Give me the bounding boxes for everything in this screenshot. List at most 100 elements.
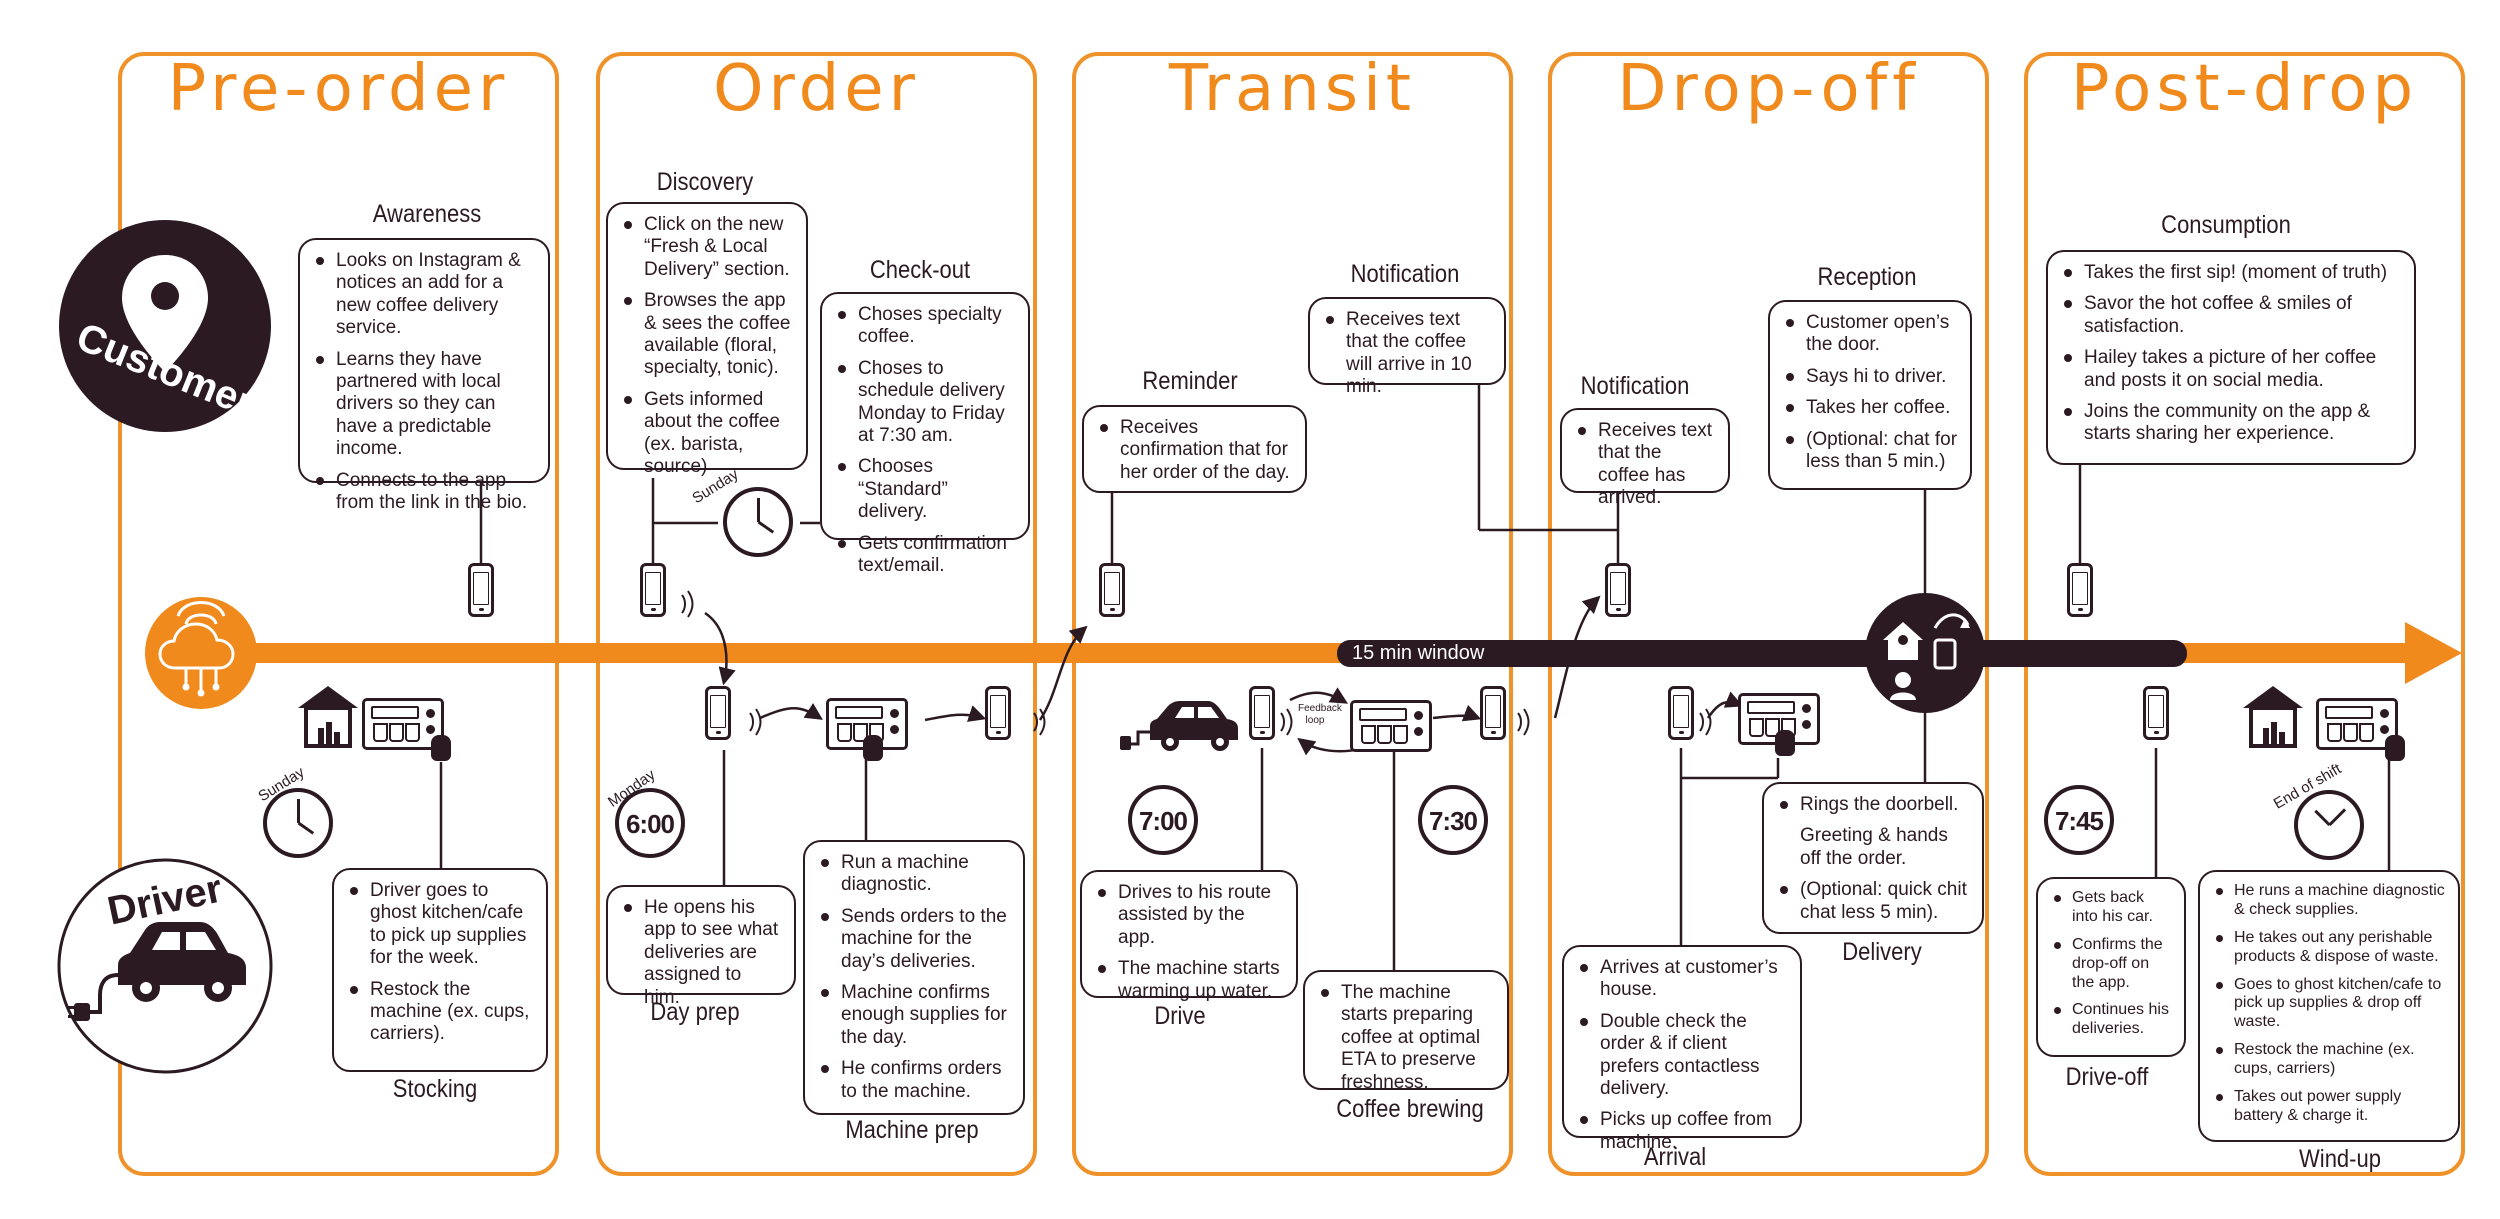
- phone-icon: [985, 686, 1011, 740]
- car-icon: [1120, 701, 1238, 751]
- box-checkout: Choses specialty coffee.Choses to schedu…: [820, 292, 1030, 576]
- list-item: Connects to the app from the link in the…: [314, 470, 536, 515]
- list-item: Picks up coffee from machine.: [1578, 1109, 1788, 1154]
- label-checkout: Check-out: [869, 256, 971, 284]
- list-item: Greeting & hands off the order.: [1800, 825, 1948, 869]
- list-item: Drives to his route assisted by the app.: [1096, 882, 1284, 949]
- box-awareness: Looks on Instagram & notices an add for …: [298, 238, 550, 513]
- list-item: Joins the community on the app & starts …: [2062, 401, 2402, 446]
- label-notification-transit: Notification: [1350, 260, 1460, 288]
- list-item: (Optional: quick chit chat less 5 min).: [1778, 879, 1970, 924]
- cloud-network-icon: [145, 597, 257, 709]
- list-item: Continues his deliveries.: [2052, 1001, 2172, 1039]
- list-item: Receives text that the coffee has arrive…: [1576, 420, 1716, 510]
- label-delivery: Delivery: [1842, 938, 1922, 966]
- list-item: Chooses “Standard” delivery.: [836, 456, 1016, 523]
- list-item: Looks on Instagram & notices an add for …: [314, 250, 536, 340]
- box-machine-prep: Run a machine diagnostic.Sends orders to…: [803, 840, 1025, 1115]
- coffee-machine-icon: [1738, 693, 1820, 756]
- list-item: Gets back into his car.: [2052, 889, 2172, 927]
- list-item: Learns they have partnered with local dr…: [314, 349, 536, 461]
- phone-icon: [1668, 686, 1694, 740]
- box-day-prep: He opens his app to see what deliveries …: [606, 885, 796, 1008]
- label-reminder: Reminder: [1142, 367, 1238, 395]
- list-item: Customer open’s the door.: [1784, 312, 1958, 357]
- ghost-kitchen-icon: [298, 686, 358, 748]
- phase-frame-pre-order: [118, 52, 559, 1176]
- label-notification-drop: Notification: [1580, 372, 1690, 400]
- coffee-machine-icon: [826, 698, 908, 761]
- list-item: Rings the doorbell.: [1778, 794, 1970, 816]
- list-item: Takes the first sip! (moment of truth): [2062, 262, 2402, 284]
- box-arrival: Arrives at customer’s house.Double check…: [1562, 945, 1802, 1153]
- list-item: Restock the machine (ex. cups, carriers): [2214, 1041, 2446, 1079]
- coffee-machine-icon: [362, 698, 451, 761]
- list-item: Choses specialty coffee.: [836, 304, 1016, 349]
- box-delivery: Rings the doorbell. Greeting & hands off …: [1762, 782, 1984, 934]
- phone-icon: [2143, 686, 2169, 740]
- clock-icon: 7:45: [2044, 785, 2114, 855]
- list-item: He confirms orders to the machine.: [819, 1058, 1011, 1103]
- customer-badge: [59, 220, 271, 432]
- list-item: Takes her coffee.: [1784, 397, 1958, 419]
- label-stocking: Stocking: [392, 1075, 478, 1103]
- phase-frame-drop-off: [1548, 52, 1989, 1176]
- list-item: He runs a machine diagnostic & check sup…: [2214, 882, 2446, 920]
- phone-icon: [1249, 686, 1275, 740]
- phase-frame-order: [596, 52, 1037, 1176]
- box-notification-drop: Receives text that the coffee has arrive…: [1560, 408, 1730, 508]
- phase-frame-post-drop: [2024, 52, 2465, 1176]
- car-icon: [68, 922, 246, 1021]
- list-item: Takes out power supply battery & charge …: [2214, 1088, 2446, 1126]
- clock-icon: [2294, 790, 2364, 860]
- label-arrival: Arrival: [1643, 1143, 1707, 1171]
- list-item: Gets confirmation text/email.: [836, 533, 1016, 578]
- label-drive: Drive: [1154, 1002, 1206, 1030]
- box-wind-up: He runs a machine diagnostic & check sup…: [2198, 870, 2460, 1142]
- list-item: Restock the machine (ex. cups, carriers)…: [348, 979, 534, 1046]
- home-customer-icon: [1865, 593, 1985, 713]
- phase-title-order: Order: [713, 52, 920, 126]
- label-machine-prep: Machine prep: [845, 1116, 979, 1144]
- label-day-prep: Day prep: [650, 998, 740, 1026]
- list-item: Confirms the drop-off on the app.: [2052, 936, 2172, 993]
- box-drive: Drives to his route assisted by the app.…: [1080, 870, 1298, 1002]
- label-coffee-brewing: Coffee brewing: [1336, 1095, 1484, 1123]
- phase-title-drop-off: Drop-off: [1617, 52, 1920, 126]
- label-reception: Reception: [1817, 263, 1917, 291]
- box-notification-transit: Receives text that the coffee will arriv…: [1308, 297, 1506, 397]
- list-item: Browses the app & sees the coffee availa…: [622, 290, 794, 380]
- ghost-kitchen-icon: [2243, 686, 2303, 748]
- list-item: The machine starts preparing coffee at o…: [1319, 982, 1495, 1094]
- list-item: Click on the new “Fresh & Local Delivery…: [622, 214, 794, 281]
- coffee-machine-icon: [2316, 698, 2405, 761]
- clock-icon: 6:00: [615, 788, 685, 858]
- location-pin-icon: [122, 255, 208, 372]
- list-item: Double check the order & if client prefe…: [1578, 1011, 1788, 1101]
- phone-icon: [2067, 563, 2093, 617]
- box-coffee-brewing: The machine starts preparing coffee at o…: [1303, 970, 1509, 1093]
- list-item: (Optional: chat for less than 5 min.): [1784, 429, 1958, 474]
- phase-frame-transit: [1072, 52, 1513, 1176]
- list-item: Hailey takes a picture of her coffee and…: [2062, 347, 2402, 392]
- phone-icon: [1605, 563, 1631, 617]
- label-wind-up: Wind-up: [2299, 1145, 2381, 1173]
- list-item: Gets informed about the coffee (ex. bari…: [622, 389, 794, 479]
- list-item: Receives confirmation that for her order…: [1098, 417, 1293, 484]
- window-label: 15 min window: [1352, 642, 1485, 664]
- phase-title-pre-order: Pre-order: [167, 52, 510, 126]
- label-awareness: Awareness: [372, 200, 482, 228]
- list-item: The machine starts warming up water.: [1096, 958, 1284, 1003]
- timeline-arrowhead: [2405, 622, 2462, 684]
- label-consumption: Consumption: [2161, 211, 2291, 239]
- list-item: Goes to ghost kitchen/cafe to pick up su…: [2214, 976, 2446, 1033]
- box-stocking: Driver goes to ghost kitchen/cafe to pic…: [332, 868, 548, 1072]
- phase-title-transit: Transit: [1169, 52, 1416, 126]
- driver-badge: [57, 858, 273, 1074]
- box-discovery: Click on the new “Fresh & Local Delivery…: [606, 202, 808, 477]
- list-item: He opens his app to see what deliveries …: [622, 897, 782, 1009]
- phone-icon: [1099, 563, 1125, 617]
- list-item: Driver goes to ghost kitchen/cafe to pic…: [348, 880, 534, 970]
